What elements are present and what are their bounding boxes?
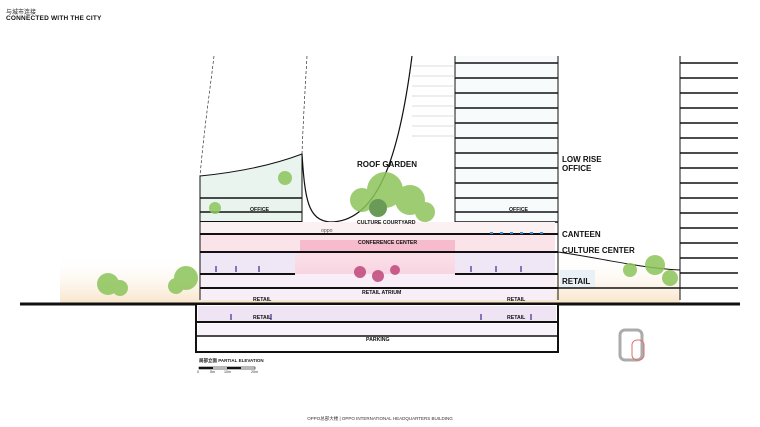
label-conference-center: CONFERENCE CENTER	[358, 240, 418, 246]
label-canteen: CANTEEN	[562, 230, 601, 239]
culture-courtyard-floor	[200, 222, 555, 234]
left-tower-dashed-outline-2	[301, 55, 308, 155]
label-roof-garden: ROOF GARDEN	[357, 160, 417, 169]
label-office-left: OFFICE	[250, 207, 270, 213]
label-retail-right-1: RETAIL	[507, 297, 526, 303]
scale-tick-0: 0	[197, 370, 199, 374]
scale-tick-10m: 10m	[224, 370, 231, 374]
right-tower-floors	[455, 62, 558, 223]
partial-elevation-title: 局部立面 PARTIAL ELEVATION	[199, 358, 264, 363]
scale-bar	[198, 366, 256, 370]
curved-canopy	[301, 55, 413, 223]
trees	[97, 171, 678, 296]
label-culture-center: CULTURE CENTER	[562, 246, 635, 255]
label-retail-left-1: RETAIL	[253, 297, 272, 303]
label-retail-right-2: RETAIL	[507, 315, 526, 321]
left-tower-dashed-outline	[199, 55, 215, 177]
oppo-logo-mark	[618, 328, 645, 362]
label-brand-sign: oppo	[321, 228, 333, 234]
title-english: CONNECTED WITH THE CITY	[6, 15, 102, 22]
label-office-right: OFFICE	[509, 207, 529, 213]
label-culture-courtyard: CULTURE COURTYARD	[357, 220, 416, 226]
scale-tick-5m: 5m	[210, 370, 215, 374]
far-right-building-floors	[680, 62, 738, 289]
label-retail-atrium: RETAIL ATRIUM	[362, 290, 402, 296]
atrium-flowers	[354, 265, 400, 282]
label-retail-left-2: RETAIL	[253, 315, 272, 321]
scale-tick-20m: 20m	[251, 370, 258, 374]
label-retail-side: RETAIL	[562, 277, 591, 286]
title-chinese: 与城市连接	[6, 10, 37, 16]
left-tower-block	[199, 153, 303, 223]
label-low-rise: LOW RISE	[562, 155, 602, 164]
label-low-rise-office: OFFICE	[562, 164, 592, 173]
label-parking: PARKING	[366, 337, 390, 343]
right-tower	[455, 56, 558, 226]
footer-caption: OPPO总部大楼 | OPPO INTERNATIONAL HEADQUARTE…	[307, 416, 453, 421]
